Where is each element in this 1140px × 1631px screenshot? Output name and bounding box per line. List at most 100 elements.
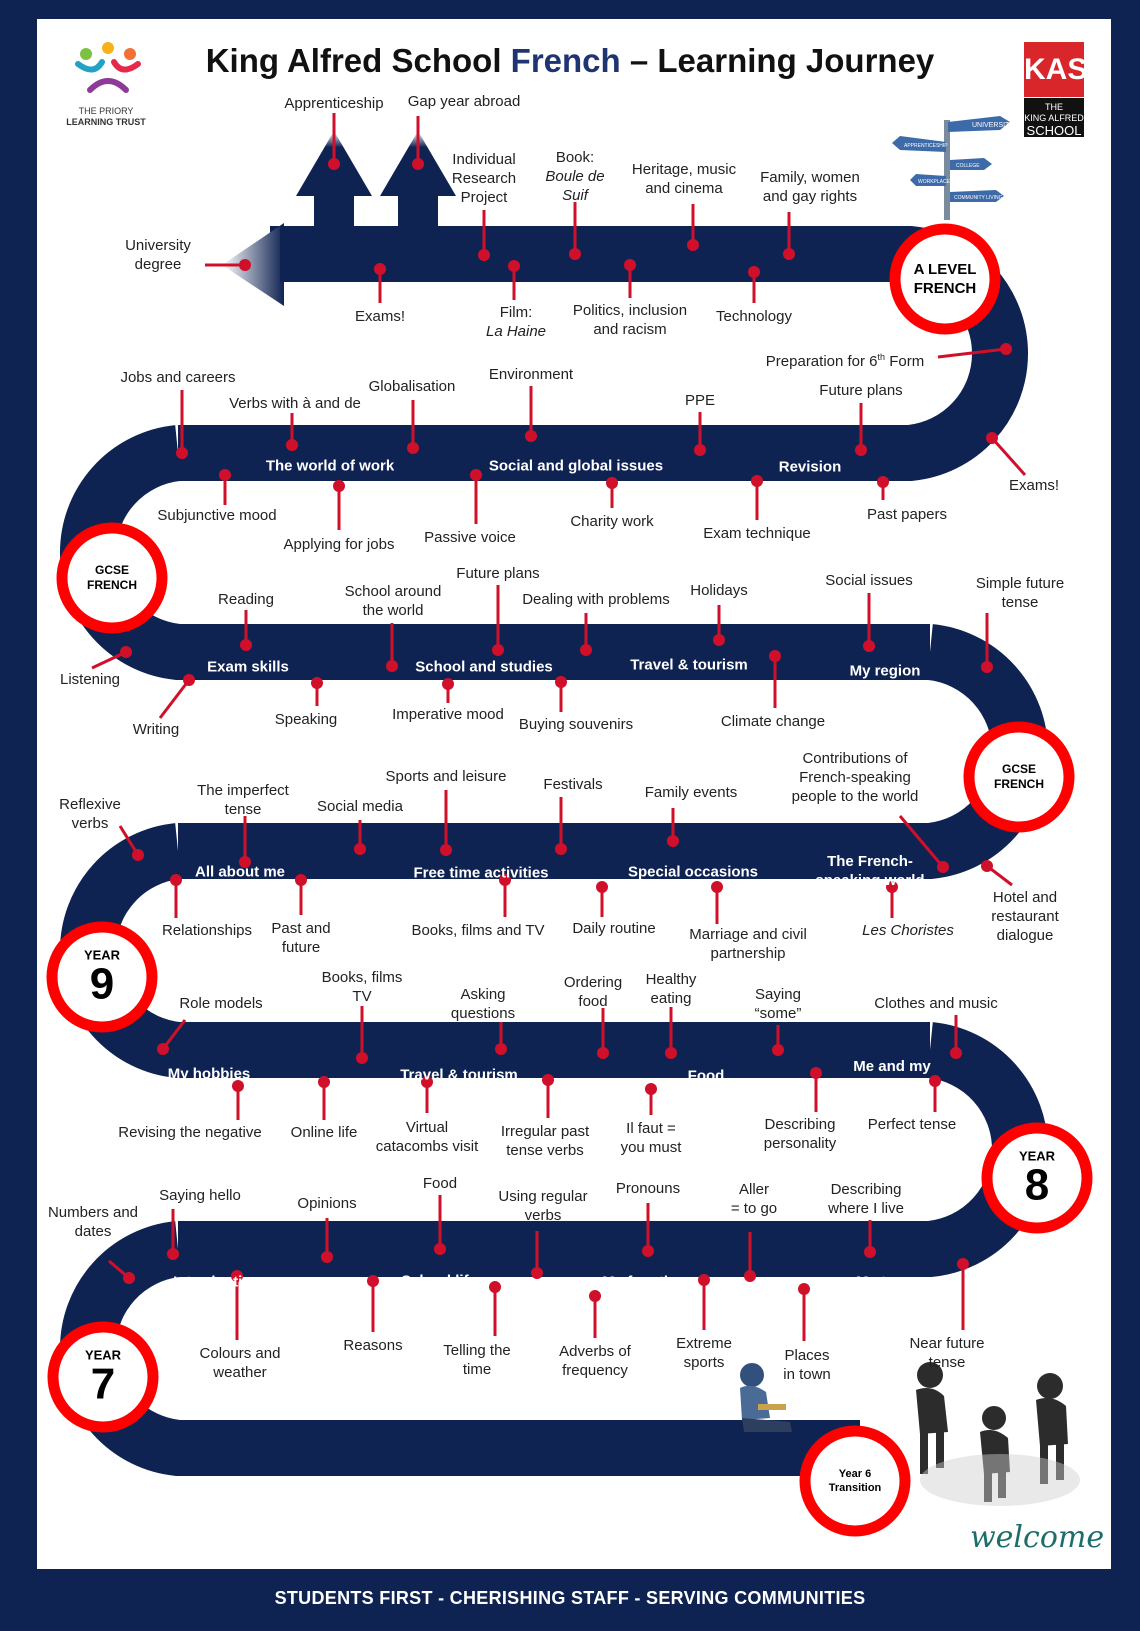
pin-dot-reflexive xyxy=(132,849,144,861)
topic-label-reasons: Reasons xyxy=(343,1337,403,1354)
theme-special-occasions: Special occasions xyxy=(627,863,759,881)
pin-dot-writing xyxy=(183,674,195,686)
topic-label-applying-jobs: Applying for jobs xyxy=(283,536,395,553)
topic-label-reading: Reading xyxy=(218,591,274,608)
priory-logo: THE PRIORY LEARNING TRUST xyxy=(56,44,156,128)
walking-students-icon xyxy=(916,1362,1068,1502)
topic-label-apprenticeship: Apprenticeship xyxy=(284,95,384,112)
stop-ring-year9 xyxy=(46,921,158,1033)
label-prefix: Book: xyxy=(555,149,595,166)
pin-dot-describing-pers xyxy=(810,1067,822,1079)
pin-dot-future-plans-g xyxy=(492,644,504,656)
pin-dot-listening xyxy=(120,646,132,658)
pin-line-contributions xyxy=(898,815,945,868)
topic-label-clothes: Clothes and music xyxy=(874,995,998,1012)
pin-dot-irregular xyxy=(542,1074,554,1086)
theme-food: Food xyxy=(687,1067,725,1085)
topic-label-passive: Passive voice xyxy=(424,529,516,546)
pin-dot-ordering xyxy=(597,1047,609,1059)
stop-ring-year7 xyxy=(47,1321,159,1433)
pin-dot-places xyxy=(798,1283,810,1295)
pin-dot-choristes xyxy=(886,881,898,893)
topic-label-ppe: PPE xyxy=(684,392,716,409)
stop-ring-gcse-left xyxy=(56,522,168,634)
pin-dot-globalisation xyxy=(407,442,419,454)
pin-dot-technology xyxy=(748,266,760,278)
pin-dot-future-plans-r xyxy=(855,444,867,456)
pin-dot-past-papers xyxy=(877,476,889,488)
footer-motto: STUDENTS FIRST - CHERISHING STAFF - SERV… xyxy=(274,1588,866,1608)
pin-line-writing xyxy=(158,679,191,719)
topic-label-writing: Writing xyxy=(132,721,180,738)
pin-dot-books-films-tv2 xyxy=(356,1052,368,1064)
topic-label-exams-right: Exams! xyxy=(1008,477,1060,494)
pin-dot-healthy xyxy=(665,1047,677,1059)
topic-label-past-papers: Past papers xyxy=(866,506,948,523)
pin-dot-perfect xyxy=(929,1075,941,1087)
theme-world-of-work: The world of work xyxy=(265,457,395,475)
priory-logo-text: LEARNING TRUST xyxy=(66,117,146,127)
label-title: La Haine xyxy=(485,323,547,340)
topic-label-exams-top: Exams! xyxy=(354,308,406,325)
topic-label-verbs-a-de: Verbs with à and de xyxy=(229,395,361,412)
pin-dot-dealing xyxy=(580,644,592,656)
pin-dot-revising-neg xyxy=(232,1080,244,1092)
topic-label-saying-hello: Saying hello xyxy=(159,1187,241,1204)
stop-ring-year8 xyxy=(981,1122,1093,1234)
topic-label-relationships: Relationships xyxy=(161,922,253,939)
topic-label-perfect: Perfect tense xyxy=(867,1116,957,1133)
pin-dot-imperative xyxy=(442,678,454,690)
topic-label-globalisation: Globalisation xyxy=(368,378,456,395)
topic-label-family-events: Family events xyxy=(644,784,738,801)
pin-dot-extreme xyxy=(698,1274,710,1286)
topic-label-charity: Charity work xyxy=(570,513,654,530)
pin-dot-describing-where xyxy=(864,1246,876,1258)
pin-dot-reading xyxy=(240,639,252,651)
pin-dot-numbers xyxy=(123,1272,135,1284)
pin-dot-souvenirs xyxy=(555,676,567,688)
topic-label-exam-technique: Exam technique xyxy=(703,525,811,542)
signpost-label: APPRENTICESHIP xyxy=(904,143,948,149)
topic-label-holidays: Holidays xyxy=(690,582,748,599)
pin-dot-passive xyxy=(470,469,482,481)
pin-dot-applying-jobs xyxy=(333,480,345,492)
stop-ring-gcse-right xyxy=(963,721,1075,833)
topic-label-listening: Listening xyxy=(59,671,121,688)
theme-school-studies: School and studies xyxy=(415,658,553,676)
pin-dot-subjunctive xyxy=(219,469,231,481)
theme-revision: Revision xyxy=(778,458,842,476)
pin-dot-family-events xyxy=(667,835,679,847)
topic-label-festivals: Festivals xyxy=(543,776,603,793)
topic-label-future-plans-r: Future plans xyxy=(819,382,903,399)
topic-label-il-faut: Il faut =you must xyxy=(620,1120,682,1156)
pin-dot-telling-time xyxy=(489,1281,501,1293)
pin-dot-film xyxy=(508,260,520,272)
topic-label-food-y7: Food xyxy=(422,1175,458,1192)
pin-dot-exams-right xyxy=(986,432,998,444)
pin-line-exams-right xyxy=(990,437,1027,476)
pin-dot-pronouns xyxy=(642,1245,654,1257)
topic-label-future-plans-g: Future plans xyxy=(456,565,540,582)
pin-dot-gap-year xyxy=(412,158,424,170)
pin-dot-simple-future xyxy=(981,661,993,673)
